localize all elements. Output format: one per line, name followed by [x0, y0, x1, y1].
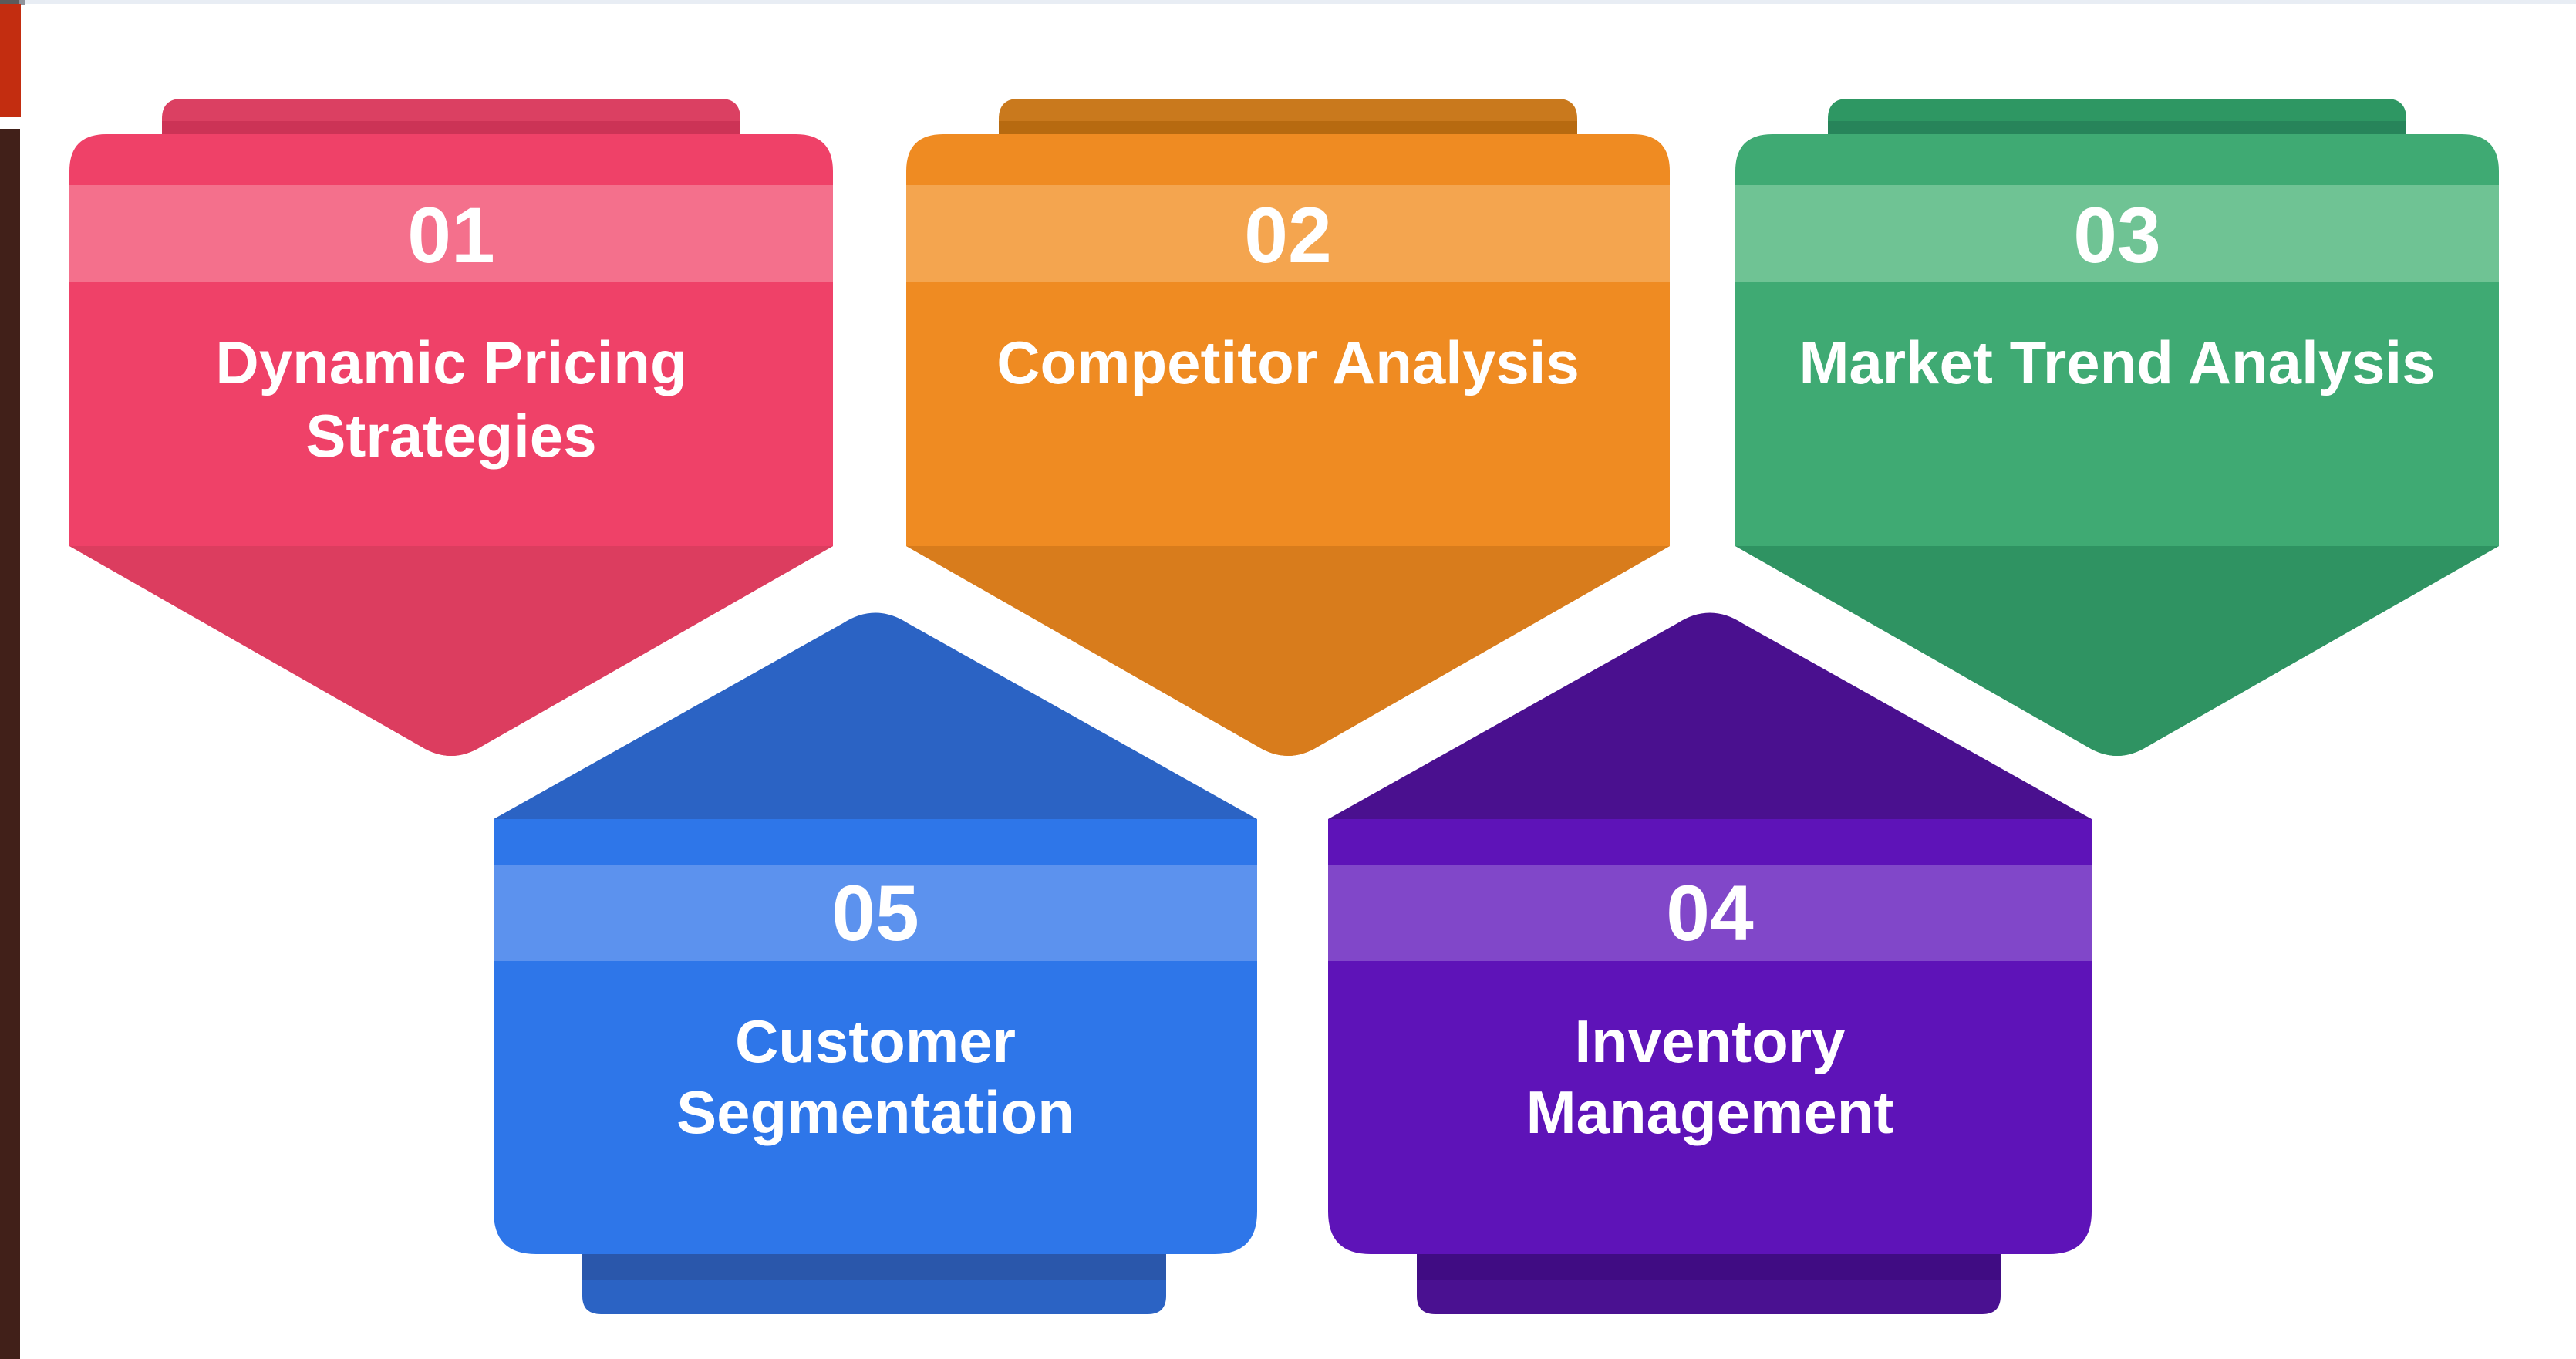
- card-02-number: 02: [1244, 191, 1331, 279]
- card-03-top-tab-edge: [1828, 121, 2406, 134]
- card-04-title-line1: Inventory: [1574, 1007, 1845, 1075]
- card-05-title-line2: Segmentation: [676, 1078, 1074, 1146]
- card-04-number-band: [1328, 865, 2092, 961]
- card-02-title-line1: Competitor Analysis: [996, 329, 1580, 396]
- card-01-number: 01: [407, 191, 494, 279]
- card-02-number-band: [906, 185, 1670, 282]
- card-03-point: [1735, 546, 2499, 756]
- top-border-line: [0, 0, 2576, 4]
- top-left-gray-segment: [19, 0, 25, 5]
- top-left-dark-segment: [0, 0, 19, 5]
- card-03-number: 03: [2073, 191, 2160, 279]
- card-02: 02 Competitor Analysis: [885, 99, 1691, 777]
- card-04-bottom-tab-edge: [1417, 1254, 2001, 1280]
- card-05-number: 05: [831, 869, 919, 957]
- card-01: 01 Dynamic Pricing Strategies: [48, 99, 855, 777]
- card-02-point: [906, 546, 1670, 756]
- card-05-bottom-tab-edge: [582, 1254, 1166, 1280]
- card-04-roof: [1328, 612, 2092, 819]
- card-01-point: [69, 546, 833, 756]
- left-red-bar: [0, 4, 21, 117]
- card-05-number-band: [494, 865, 1257, 961]
- card-01-title-line2: Strategies: [305, 402, 596, 470]
- card-04: 04 Inventory Management: [1328, 612, 2092, 1314]
- card-03: 03 Market Trend Analysis: [1714, 99, 2520, 777]
- card-03-title-line1: Market Trend Analysis: [1799, 329, 2435, 396]
- card-03-number-band: [1735, 185, 2499, 282]
- card-02-top-tab-edge: [999, 121, 1577, 134]
- card-05-roof: [494, 612, 1257, 819]
- card-04-title-line2: Management: [1526, 1078, 1894, 1146]
- left-brown-bar: [0, 129, 20, 1359]
- card-05: 05 Customer Segmentation: [494, 612, 1257, 1314]
- card-01-title-line1: Dynamic Pricing: [215, 329, 686, 396]
- card-01-top-tab-edge: [162, 121, 740, 134]
- card-04-number: 04: [1666, 869, 1754, 957]
- card-01-number-band: [69, 185, 833, 282]
- card-05-title-line1: Customer: [735, 1007, 1016, 1075]
